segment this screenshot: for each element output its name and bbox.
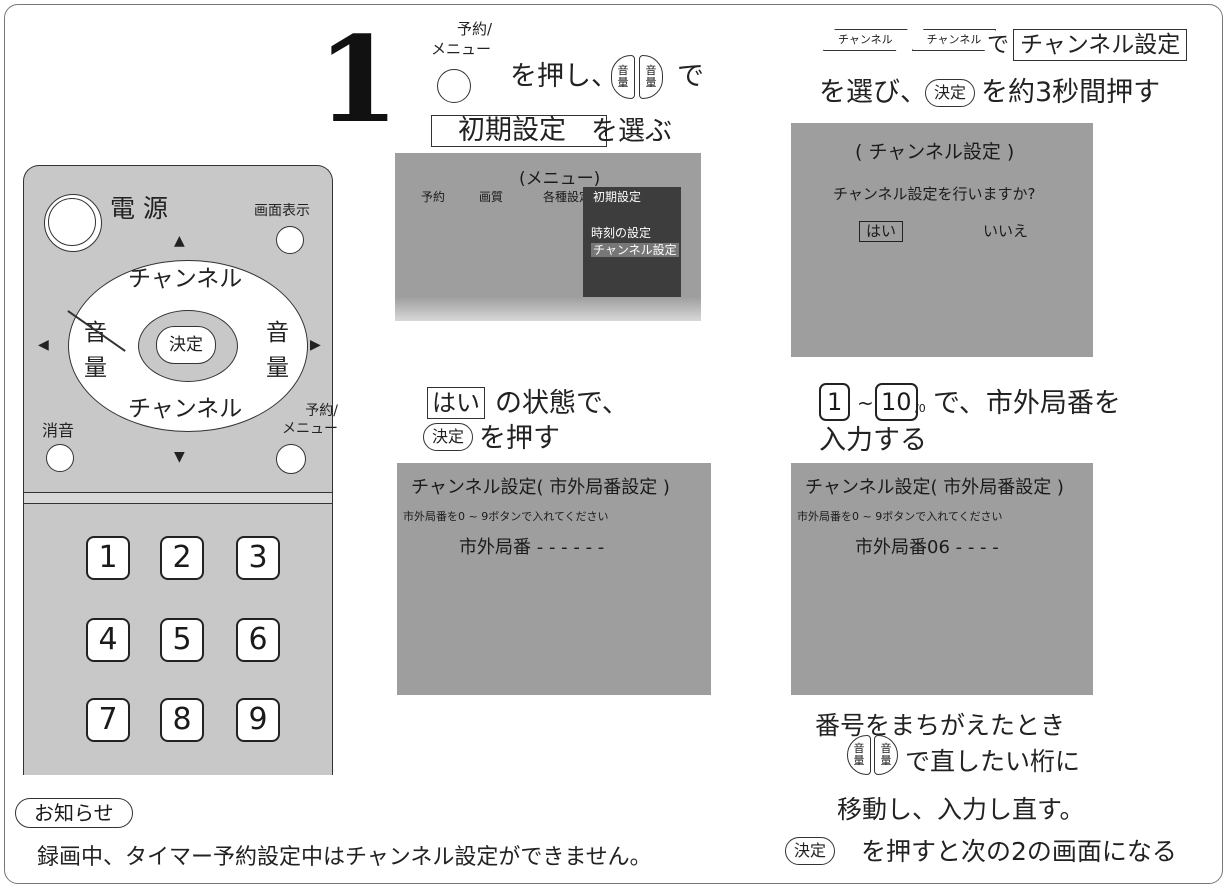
channel-down-icon: チャンネル bbox=[911, 29, 997, 51]
key-2: 2 bbox=[160, 536, 204, 580]
area2-instruction: 市外局番を0 ~ 9ボタンで入れてください bbox=[797, 510, 1003, 523]
step2-line2a: を選び、 bbox=[819, 77, 927, 108]
confirm-yes: はい bbox=[859, 221, 904, 242]
mute-label: 消音 bbox=[42, 421, 75, 440]
area1-title: チャンネル設定( 市外局番設定 ) bbox=[411, 477, 670, 498]
mistake-line2: で直したい桁に bbox=[905, 747, 1081, 776]
step4-key-to-sub: /0 bbox=[915, 402, 926, 415]
step4-line1: で、市外局番を bbox=[933, 388, 1121, 419]
decide-button-icon: 決定 bbox=[156, 326, 216, 364]
remote-divider bbox=[24, 492, 332, 504]
key-3: 3 bbox=[236, 536, 280, 580]
volume-right-icon: 音量 bbox=[639, 55, 663, 99]
menu-tab-initial: 初期設定 bbox=[593, 190, 642, 204]
arrow-left-icon: ◀ bbox=[38, 337, 49, 353]
step2-line2b: を約3秒間押す bbox=[981, 77, 1161, 108]
step2-decide-button: 決定 bbox=[925, 79, 976, 107]
area1-instruction: 市外局番を0 ~ 9ボタンで入れてください bbox=[403, 510, 609, 523]
step1-press-text: を押し、 bbox=[510, 61, 618, 92]
menu-button-remote-icon bbox=[276, 444, 306, 474]
area-code-screen-1: チャンネル設定( 市外局番設定 ) 市外局番を0 ~ 9ボタンで入れてください … bbox=[397, 463, 711, 695]
power-button-inner bbox=[48, 198, 96, 246]
key-8: 8 bbox=[160, 698, 204, 742]
submenu-item-clock: 時刻の設定 bbox=[591, 226, 652, 240]
notice-text: 録画中、タイマー予約設定中はチャンネル設定ができません。 bbox=[37, 845, 652, 870]
area-code-screen-2: チャンネル設定( 市外局番設定 ) 市外局番を0 ~ 9ボタンで入れてください … bbox=[791, 463, 1093, 695]
page-frame: 1 予約/ メニュー を押し、 音量音量 で 初期設定 を選ぶ (メニュー) 予… bbox=[4, 4, 1223, 884]
key-6: 6 bbox=[236, 618, 280, 662]
notice-label: お知らせ bbox=[15, 798, 133, 828]
menu-screen-title: (メニュー) bbox=[519, 169, 601, 189]
key-4: 4 bbox=[86, 618, 130, 662]
area2-title: チャンネル設定( 市外局番設定 ) bbox=[805, 477, 1064, 498]
menu-button-caption-bottom: メニュー bbox=[431, 40, 492, 58]
arrow-up-icon: ▲ bbox=[174, 233, 185, 249]
step3-state-text: の状態で、 bbox=[495, 388, 629, 419]
key-7: 7 bbox=[86, 698, 130, 742]
mistake-decide-button: 決定 bbox=[785, 837, 836, 865]
menu-submenu-panel: 初期設定 時刻の設定 チャンネル設定 bbox=[583, 187, 681, 297]
step4-key-from: 1 bbox=[819, 383, 851, 421]
menu-tab-picture: 画質 bbox=[479, 190, 504, 204]
display-button-icon bbox=[276, 226, 304, 254]
volume-left-label: 音量 bbox=[84, 320, 107, 381]
mistake-volume-icon: 音量音量 bbox=[847, 735, 898, 775]
step1-item-boxed: 初期設定 bbox=[431, 115, 607, 147]
dpad-center-ring bbox=[138, 310, 238, 382]
step4-key-to: 10 bbox=[875, 383, 918, 421]
volume-right-label: 音量 bbox=[266, 320, 289, 381]
power-button-icon bbox=[44, 194, 102, 252]
step3-decide-button: 決定 bbox=[423, 423, 474, 451]
channel-buttons-icon: チャンネルチャンネル bbox=[823, 29, 997, 51]
step2-de-text: で bbox=[987, 33, 1010, 58]
menu-tab-reserve: 予約 bbox=[421, 190, 446, 204]
step4-tilde: ~ bbox=[857, 391, 874, 415]
menu-screen-fade bbox=[395, 297, 701, 321]
power-label: 電 源 bbox=[110, 194, 168, 223]
area2-field: 市外局番06 - - - - bbox=[855, 537, 999, 558]
channel-up-icon: チャンネル bbox=[823, 29, 908, 51]
mistake-line1: 番号をまちがえたとき bbox=[815, 711, 1066, 740]
menu-label: 予約/ メニュー bbox=[282, 403, 338, 438]
confirm-question: チャンネル設定を行いますか? bbox=[833, 185, 1036, 203]
menu-screen: (メニュー) 予約 画質 各種設定 初期設定 時刻の設定 チャンネル設定 bbox=[395, 153, 701, 321]
remote-control: 電 源 画面表示 ▲ 決定 チャンネル チャンネル 音量 音量 ◀ ▶ 消音 ▼… bbox=[23, 165, 338, 775]
key-5: 5 bbox=[160, 618, 204, 662]
menu-tab-settings: 各種設定 bbox=[543, 190, 592, 204]
confirm-screen: ( チャンネル設定 ) チャンネル設定を行いますか? はい いいえ bbox=[791, 123, 1093, 357]
step3-yes-boxed: はい bbox=[427, 387, 485, 419]
menu-button-icon bbox=[437, 69, 471, 103]
menu-button-caption-top: 予約/ bbox=[457, 20, 493, 38]
display-label: 画面表示 bbox=[254, 203, 310, 219]
step-number: 1 bbox=[317, 10, 400, 149]
step2-item-boxed: チャンネル設定 bbox=[1013, 29, 1188, 61]
step1-select-text: を選ぶ bbox=[591, 116, 672, 147]
step4-line2: 入力する bbox=[819, 425, 927, 456]
volume-buttons-icon: 音量音量 bbox=[611, 55, 663, 99]
mistake-volume-left-icon: 音量 bbox=[847, 735, 871, 775]
submenu-item-channel: チャンネル設定 bbox=[591, 243, 679, 257]
step3-press-text: を押す bbox=[479, 423, 560, 454]
arrow-down-icon: ▼ bbox=[174, 449, 185, 465]
mute-button-icon bbox=[46, 444, 74, 472]
arrow-right-icon: ▶ bbox=[310, 337, 321, 353]
mistake-line4: を押すと次の2の画面になる bbox=[861, 837, 1177, 866]
key-9: 9 bbox=[236, 698, 280, 742]
key-1: 1 bbox=[86, 536, 130, 580]
mistake-line3: 移動し、入力し直す。 bbox=[837, 795, 1085, 824]
channel-down-label: チャンネル bbox=[128, 396, 243, 422]
volume-left-icon: 音量 bbox=[611, 55, 635, 99]
dpad: 決定 チャンネル チャンネル 音量 音量 bbox=[67, 260, 308, 432]
confirm-screen-title: ( チャンネル設定 ) bbox=[855, 141, 1015, 163]
channel-up-label: チャンネル bbox=[128, 266, 243, 292]
step1-de-text: で bbox=[677, 61, 704, 92]
area1-field: 市外局番 - - - - - - bbox=[459, 537, 605, 558]
mistake-volume-right-icon: 音量 bbox=[874, 735, 898, 775]
confirm-no: いいえ bbox=[983, 222, 1029, 240]
